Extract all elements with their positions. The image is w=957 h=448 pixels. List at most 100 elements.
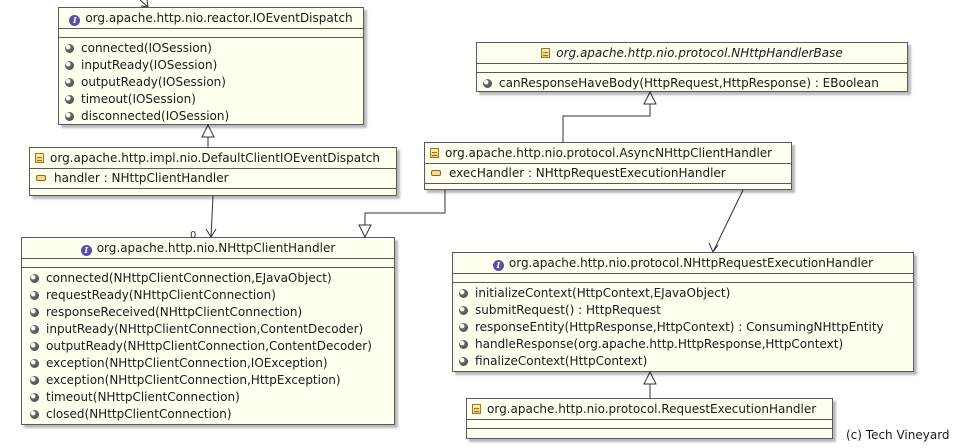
- client-handler-title: org.apache.http.nio.NHttpClientHandler: [96, 241, 336, 255]
- method-icon: [483, 79, 492, 88]
- method-icon: [65, 61, 74, 70]
- stub-association-line: [139, 0, 149, 8]
- method-icon: [30, 410, 39, 419]
- method-label: handleResponse(org.apache.http.HttpRespo…: [475, 337, 844, 351]
- field-icon: [36, 175, 46, 181]
- field-row: handler : NHttpClientHandler: [36, 170, 396, 187]
- method-row: responseReceived(NHttpClientConnection): [30, 304, 394, 321]
- interface-icon: I: [69, 15, 81, 26]
- method-row: inputReady(IOSession): [65, 57, 363, 74]
- method-icon: [459, 289, 468, 298]
- method-row: connected(IOSession): [65, 40, 363, 57]
- method-row: timeout(NHttpClientConnection): [30, 389, 394, 406]
- method-icon: [65, 95, 74, 104]
- method-label: timeout(NHttpClientConnection): [46, 390, 240, 404]
- method-label: initializeContext(HttpContext,EJavaObjec…: [475, 286, 731, 300]
- request-execution-handler-title: org.apache.http.nio.protocol.NHttpReques…: [508, 256, 874, 270]
- method-icon: [65, 44, 74, 53]
- default-client-dispatch-methods-compartment: [30, 188, 396, 195]
- method-icon: [65, 112, 74, 121]
- method-icon: [459, 323, 468, 332]
- interface-icon: I: [80, 245, 92, 256]
- method-label: connected(NHttpClientConnection,EJavaObj…: [46, 271, 332, 285]
- method-icon: [30, 291, 39, 300]
- association-exec-line: [712, 189, 744, 253]
- method-icon: [65, 78, 74, 87]
- class-icon: [472, 404, 481, 414]
- method-label: inputReady(NHttpClientConnection,Content…: [46, 322, 364, 336]
- default-client-dispatch-fields: handler : NHttpClientHandler: [30, 169, 396, 188]
- method-row: timeout(IOSession): [65, 91, 363, 108]
- method-icon: [30, 308, 39, 317]
- generalization-base-arrowhead: [643, 90, 657, 105]
- handler-base-header: org.apache.http.nio.protocol.NHttpHandle…: [477, 43, 907, 64]
- method-label: outputReady(NHttpClientConnection,Conten…: [46, 339, 372, 353]
- default-client-dispatch-box[interactable]: org.apache.http.impl.nio.DefaultClientIO…: [29, 147, 397, 196]
- method-row: outputReady(NHttpClientConnection,Conten…: [30, 338, 394, 355]
- method-row: submitRequest() : HttpRequest: [459, 302, 913, 319]
- method-row: requestReady(NHttpClientConnection): [30, 287, 394, 304]
- async-client-handler-fields: execHandler : NHttpRequestExecutionHandl…: [425, 164, 791, 183]
- request-execution-handler-impl-fields-compartment: [467, 420, 832, 429]
- method-label: requestReady(NHttpClientConnection): [46, 288, 276, 302]
- method-row: responseEntity(HttpResponse,HttpContext)…: [459, 319, 913, 336]
- field-icon: [431, 170, 441, 176]
- method-label: connected(IOSession): [81, 41, 212, 55]
- method-icon: [459, 340, 468, 349]
- method-row: outputReady(IOSession): [65, 74, 363, 91]
- request-execution-handler-impl-box[interactable]: org.apache.http.nio.protocol.RequestExec…: [466, 398, 833, 439]
- method-row: handleResponse(org.apache.http.HttpRespo…: [459, 336, 913, 353]
- interface-icon: I: [492, 260, 504, 271]
- method-icon: [30, 274, 39, 283]
- io-event-dispatch-methods: connected(IOSession) inputReady(IOSessio…: [59, 38, 363, 127]
- copyright-credit: (c) Tech Vineyard: [846, 428, 950, 442]
- request-execution-handler-methods: initializeContext(HttpContext,EJavaObjec…: [453, 283, 913, 372]
- realization-client-line: [364, 190, 446, 225]
- handler-base-title: org.apache.http.nio.protocol.NHttpHandle…: [556, 46, 843, 60]
- field-label: handler : NHttpClientHandler: [54, 171, 229, 185]
- method-label: outputReady(IOSession): [81, 75, 226, 89]
- request-execution-handler-impl-title: org.apache.http.nio.protocol.RequestExec…: [487, 402, 817, 416]
- method-icon: [30, 393, 39, 402]
- async-client-handler-header: org.apache.http.nio.protocol.AsyncNHttpC…: [425, 143, 791, 164]
- method-label: finalizeContext(HttpContext): [475, 354, 648, 368]
- method-label: submitRequest() : HttpRequest: [475, 303, 661, 317]
- method-row: disconnected(IOSession): [65, 108, 363, 125]
- method-row: inputReady(NHttpClientConnection,Content…: [30, 321, 394, 338]
- default-client-dispatch-header: org.apache.http.impl.nio.DefaultClientIO…: [30, 148, 396, 169]
- io-event-dispatch-fields-compartment: [59, 29, 363, 38]
- method-label: responseEntity(HttpResponse,HttpContext)…: [475, 320, 884, 334]
- realization-client-arrowhead: [358, 224, 372, 239]
- handler-base-fields-compartment: [477, 64, 907, 73]
- method-icon: [30, 325, 39, 334]
- realization-dispatch-arrowhead: [201, 123, 215, 138]
- method-row: canResponseHaveBody(HttpRequest,HttpResp…: [483, 75, 907, 92]
- method-icon: [459, 306, 468, 315]
- client-handler-methods: connected(NHttpClientConnection,EJavaObj…: [22, 268, 394, 425]
- association-handler-line: [210, 195, 214, 238]
- multiplicity-label: 0: [190, 230, 197, 241]
- method-row: finalizeContext(HttpContext): [459, 353, 913, 370]
- method-label: disconnected(IOSession): [81, 109, 230, 123]
- class-icon: [35, 153, 44, 163]
- realization-exec-arrowhead: [643, 370, 657, 385]
- method-label: responseReceived(NHttpClientConnection): [46, 305, 303, 319]
- generalization-base-line: [562, 104, 651, 143]
- default-client-dispatch-title: org.apache.http.impl.nio.DefaultClientIO…: [50, 151, 380, 165]
- async-client-handler-box[interactable]: org.apache.http.nio.protocol.AsyncNHttpC…: [424, 142, 792, 190]
- method-label: exception(NHttpClientConnection,IOExcept…: [46, 356, 328, 370]
- method-label: inputReady(IOSession): [81, 58, 218, 72]
- method-label: closed(NHttpClientConnection): [46, 407, 232, 421]
- handler-base-box[interactable]: org.apache.http.nio.protocol.NHttpHandle…: [476, 42, 908, 92]
- method-icon: [459, 357, 468, 366]
- class-icon: [541, 48, 551, 58]
- method-row: closed(NHttpClientConnection): [30, 406, 394, 423]
- io-event-dispatch-title: org.apache.http.nio.reactor.IOEventDispa…: [85, 11, 353, 25]
- client-handler-fields-compartment: [22, 259, 394, 268]
